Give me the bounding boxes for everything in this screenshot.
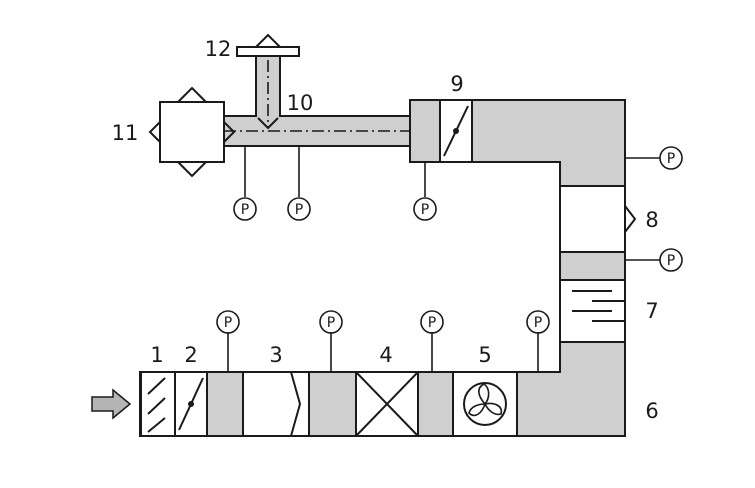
coil-8 <box>559 185 626 253</box>
pressure-sensor-lower-4: P <box>526 310 550 334</box>
coil-8-mark <box>624 205 637 233</box>
pressure-sensor-lower-2: P <box>319 310 343 334</box>
label-8: 8 <box>645 208 658 232</box>
pressure-sensor-riser-1: P <box>659 146 683 170</box>
exhaust-cap-hood <box>255 33 281 48</box>
label-4: 4 <box>379 343 392 367</box>
label-1: 1 <box>150 343 163 367</box>
svg-text:P: P <box>428 315 436 331</box>
svg-text:P: P <box>667 151 675 167</box>
terminal-unit-right-mark <box>223 121 236 143</box>
label-10: 10 <box>287 91 314 115</box>
junction-arrow <box>257 117 279 130</box>
filter-stroke-1 <box>147 377 166 395</box>
label-9: 9 <box>450 72 463 96</box>
exhaust-cap <box>236 46 300 57</box>
label-11: 11 <box>112 121 139 145</box>
pressure-sensor-riser-2: P <box>659 248 683 272</box>
label-5: 5 <box>478 343 491 367</box>
upper-damper-pivot <box>453 128 459 134</box>
coil-3 <box>242 371 310 437</box>
svg-text:P: P <box>534 315 542 331</box>
filter-stroke-3 <box>147 417 166 433</box>
svg-text:P: P <box>667 253 675 269</box>
terminal-unit-left-mark <box>148 121 161 143</box>
fan-housing <box>463 382 507 426</box>
terminal-unit-top-mark <box>177 86 207 103</box>
svg-text:P: P <box>241 202 249 218</box>
svg-text:P: P <box>421 202 429 218</box>
pressure-sensor-lower-1: P <box>216 310 240 334</box>
svg-text:P: P <box>224 315 232 331</box>
label-2: 2 <box>184 343 197 367</box>
coil-3-mark <box>290 371 302 437</box>
inner-corner-outline <box>472 161 561 373</box>
filter-4-diag-2 <box>355 371 419 437</box>
fan-blades <box>468 383 503 417</box>
terminal-unit <box>159 101 225 163</box>
label-3: 3 <box>269 343 282 367</box>
pressure-sensor-branch-1: P <box>233 197 257 221</box>
damper-2-pivot <box>188 401 194 407</box>
label-6: 6 <box>645 399 658 423</box>
pressure-sensor-upper: P <box>413 197 437 221</box>
label-7: 7 <box>645 299 658 323</box>
terminal-unit-bottom-mark <box>177 161 207 178</box>
label-12: 12 <box>205 37 232 61</box>
inlet-arrow-icon <box>91 388 132 420</box>
pressure-sensor-branch-2: P <box>287 197 311 221</box>
svg-text:P: P <box>327 315 335 331</box>
filter-stroke-2 <box>147 397 166 415</box>
svg-text:P: P <box>295 202 303 218</box>
pressure-sensor-lower-3: P <box>420 310 444 334</box>
